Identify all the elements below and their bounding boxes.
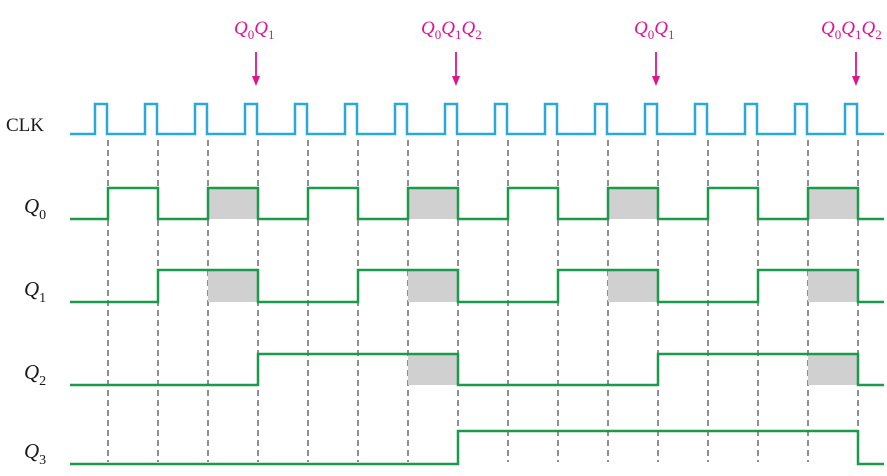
decode-annotations: Q0Q1 Q0Q1Q2 Q0Q1 Q0Q1Q2 xyxy=(234,18,882,86)
annotation-label: Q0Q1Q2 xyxy=(821,18,882,42)
shaded-regions xyxy=(208,188,858,385)
q3-label: Q3 xyxy=(24,439,46,468)
annotation-arrow-head xyxy=(852,76,860,86)
annotation-arrow-head xyxy=(652,76,660,86)
clk-label: CLK xyxy=(6,115,44,136)
clk-waveform xyxy=(70,102,884,136)
annotation-arrow-head xyxy=(252,76,260,86)
q2-label: Q2 xyxy=(24,360,46,389)
shaded-region-q2-7 xyxy=(408,354,458,385)
q1-waveform xyxy=(70,268,884,304)
q2-waveform xyxy=(70,352,884,387)
shaded-region-q0-15 xyxy=(808,188,858,219)
q0-waveform xyxy=(70,186,884,221)
q1-label: Q1 xyxy=(24,277,46,306)
shaded-region-q2-15 xyxy=(808,354,858,385)
q3-waveform xyxy=(70,429,884,466)
annotation-0: Q0Q1 xyxy=(234,18,274,86)
annotation-label: Q0Q1Q2 xyxy=(421,18,482,42)
annotation-label: Q0Q1 xyxy=(634,18,674,42)
annotation-2: Q0Q1 xyxy=(634,18,674,86)
shaded-region-q1-3 xyxy=(208,270,258,302)
annotation-1: Q0Q1Q2 xyxy=(421,18,482,86)
q0-label: Q0 xyxy=(24,194,46,223)
shaded-region-q0-3 xyxy=(208,188,258,219)
annotation-arrow-head xyxy=(452,76,460,86)
annotation-3: Q0Q1Q2 xyxy=(821,18,882,86)
annotation-label: Q0Q1 xyxy=(234,18,274,42)
shaded-region-q1-11 xyxy=(608,270,658,302)
shaded-region-q1-7 xyxy=(408,270,458,302)
shaded-region-q0-11 xyxy=(608,188,658,219)
shaded-region-q1-15 xyxy=(808,270,858,302)
shaded-region-q0-7 xyxy=(408,188,458,219)
waveforms xyxy=(70,102,884,466)
